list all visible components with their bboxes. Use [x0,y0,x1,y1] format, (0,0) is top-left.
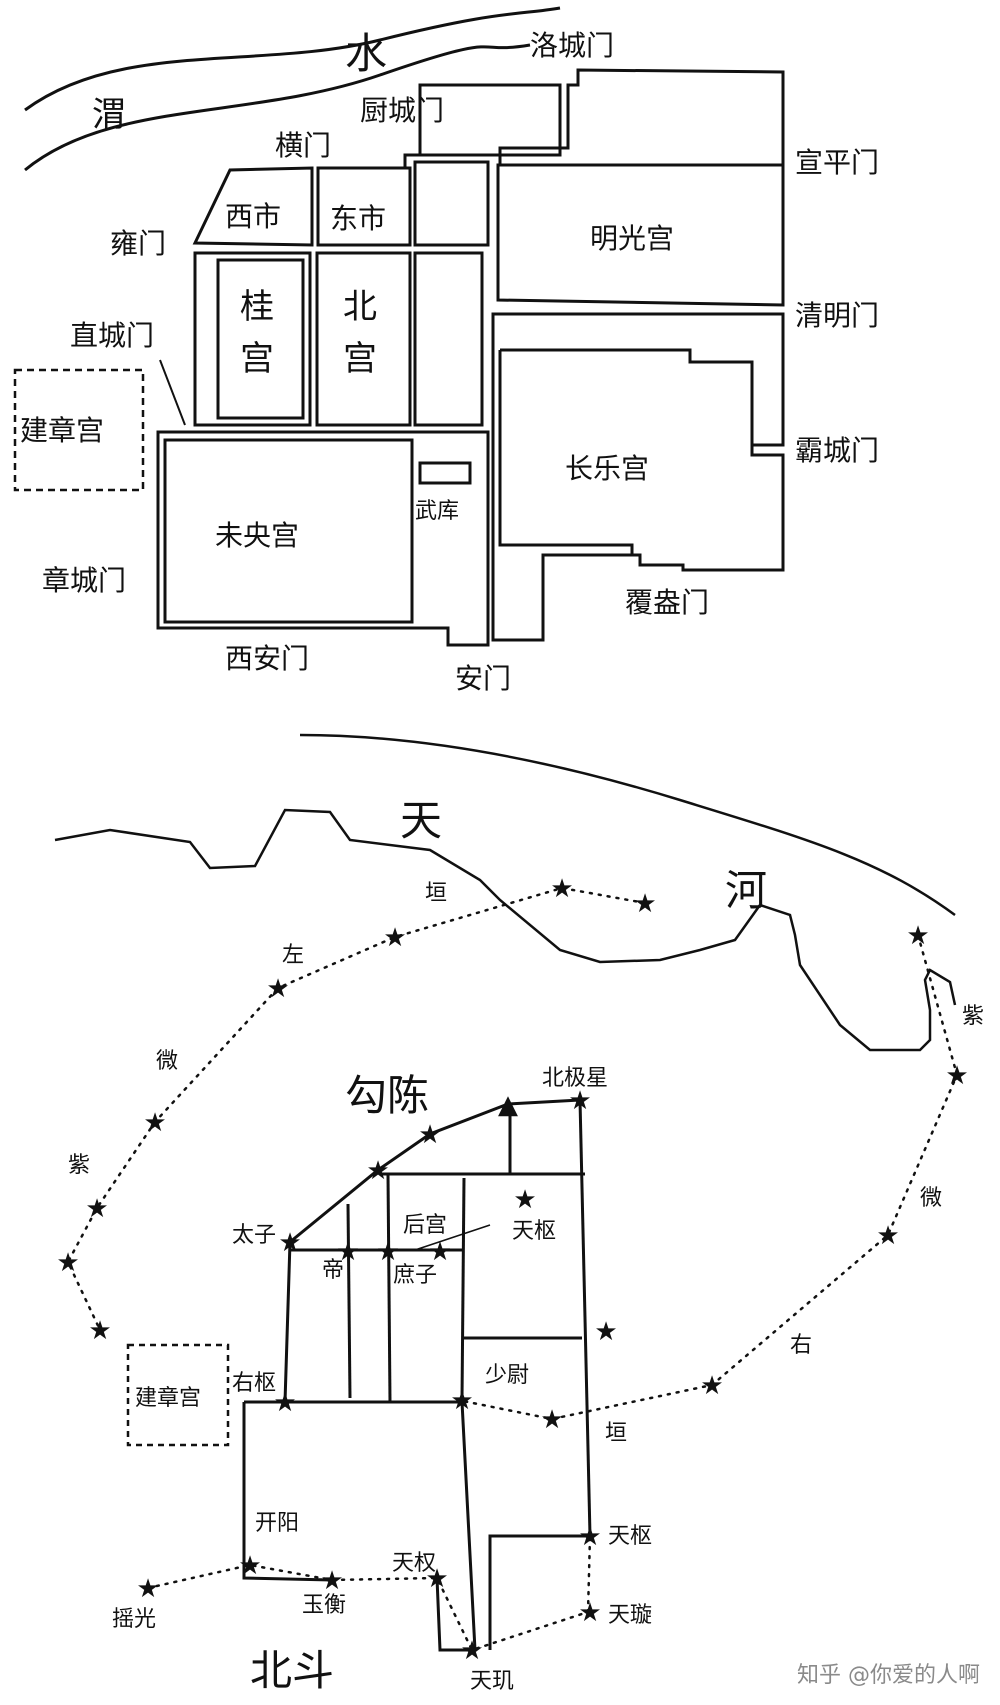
star-tianshu-top: 天枢 [512,1219,556,1244]
svg-text:★: ★ [425,1564,448,1594]
gate-luocheng: 洛城门 [530,29,614,62]
changlegong-label: 长乐宫 [565,452,649,485]
guigong-label-1: 桂 [240,287,274,327]
svg-text:★: ★ [88,1316,111,1346]
svg-text:★: ★ [428,1237,451,1267]
svg-text:★: ★ [366,1156,389,1186]
star-taizi: 太子 [232,1223,276,1248]
tianhe-label-he: 河 [725,866,767,915]
svg-text:★: ★ [540,1405,563,1435]
gate-xuanping: 宣平门 [795,146,879,179]
gate-ticks [159,359,186,426]
right-wall-label-3: 右 [790,1333,812,1358]
star-jianzhanggong: 建章宫 [135,1386,201,1411]
tianhe-river [54,733,957,1052]
right-wall-label-2: 微 [920,1186,942,1211]
left-wall-label-1: 垣 [425,881,447,906]
svg-text:★: ★ [383,923,406,953]
star-di: 帝 [322,1258,344,1283]
beigong-label-1: 北 [343,287,377,327]
svg-text:★: ★ [550,874,573,904]
svg-text:★: ★ [460,1636,483,1666]
star-names: 北极星 太子 帝 庶子 后宫 天枢 少尉 右枢 建章宫 开阳 摇光 玉衡 天权 … [112,1066,652,1694]
svg-text:★: ★ [513,1185,536,1215]
star-yuheng: 玉衡 [302,1593,346,1618]
tianhe-label-tian: 天 [400,796,442,845]
svg-text:★: ★ [336,1237,359,1267]
river-weishui [24,6,561,172]
jianzhanggong-box [13,368,145,492]
star-youshu: 右枢 [232,1371,276,1396]
right-wall-label-4: 垣 [605,1421,627,1446]
mingguanggong-label: 明光宫 [590,222,674,255]
ziwei-enclosure [66,886,959,1652]
svg-text:★: ★ [876,1221,899,1251]
svg-text:★: ★ [143,1108,166,1138]
star-yaoguang: 摇光 [112,1607,156,1632]
gate-zhicheng: 直城门 [70,319,154,352]
svg-text:★: ★ [136,1574,159,1604]
star-shuzi: 庶子 [393,1263,437,1288]
left-wall-label-4: 紫 [68,1153,90,1178]
star-tianquan: 天权 [392,1551,436,1576]
weiyanggong-label: 未央宫 [215,519,299,552]
gate-an: 安门 [455,662,511,695]
gouchen-label: 勾陈 [345,1071,429,1120]
svg-text:★: ★ [278,1228,301,1258]
stars: ★ ★ ★ ★ ★ ★ ★ ★ ★ ★ ★ ★ ★ ★ ★ ★ ★ ★ ★ ★ ★ ★ ★ ★ ★ ★ ★ ★ ★ ★… [56,874,968,1666]
jianzhanggong-box-bottom [126,1343,230,1447]
gate-heng: 横门 [275,129,331,162]
gate-fuang: 覆盎门 [625,586,709,619]
watermark: 知乎 @你爱的人啊 [797,1663,980,1688]
star-hougong: 后宫 [403,1213,447,1238]
guigong-label-2: 宫 [240,339,274,379]
left-wall-label-3: 微 [156,1049,178,1074]
svg-text:▲: ▲ [498,1090,518,1120]
svg-text:★: ★ [238,1551,261,1581]
gate-yong: 雍门 [110,227,166,260]
svg-text:★: ★ [633,889,656,919]
star-kaiyang: 开阳 [255,1511,299,1536]
svg-text:★: ★ [56,1248,79,1278]
svg-text:★: ★ [568,1086,591,1116]
gate-xian: 西安门 [225,642,309,675]
river-label-wei: 渭 [92,95,126,135]
wuku-label: 武库 [415,499,459,524]
gate-bacheng: 霸城门 [795,434,879,467]
svg-text:★: ★ [320,1566,343,1596]
gate-chucheng: 厨城门 [360,94,444,127]
asterism-lines [242,1098,592,1652]
star-tianshu-bottom: 天枢 [608,1524,652,1549]
star-tianxuan: 天璇 [608,1603,652,1628]
star-shaowei: 少尉 [485,1363,529,1388]
svg-text:★: ★ [418,1120,441,1150]
star-beijixing: 北极星 [542,1066,608,1091]
beigong-label-2: 宫 [343,339,377,379]
svg-text:★: ★ [85,1194,108,1224]
jianzhanggong-label: 建章宫 [20,414,104,447]
svg-text:★: ★ [273,1388,296,1418]
svg-text:★: ★ [266,974,289,1004]
svg-text:★: ★ [700,1371,723,1401]
river-label-shui: 水 [345,29,387,78]
svg-text:★: ★ [906,921,929,951]
svg-text:★: ★ [376,1237,399,1267]
xishi-label: 西市 [225,200,281,233]
svg-text:★: ★ [450,1386,473,1416]
left-wall-label-2: 左 [282,943,304,968]
svg-text:★: ★ [945,1061,968,1091]
dongshi-label: 东市 [330,202,386,235]
svg-text:★: ★ [578,1598,601,1628]
gate-qingming: 清明门 [795,299,879,332]
svg-text:★: ★ [594,1317,617,1347]
star-tianji: 天玑 [470,1669,514,1694]
right-wall-label-1: 紫 [962,1004,984,1029]
svg-text:★: ★ [578,1522,601,1552]
gate-zhangcheng: 章城门 [42,564,126,597]
city-wall [156,68,785,647]
beidou-label: 北斗 [250,1646,334,1695]
